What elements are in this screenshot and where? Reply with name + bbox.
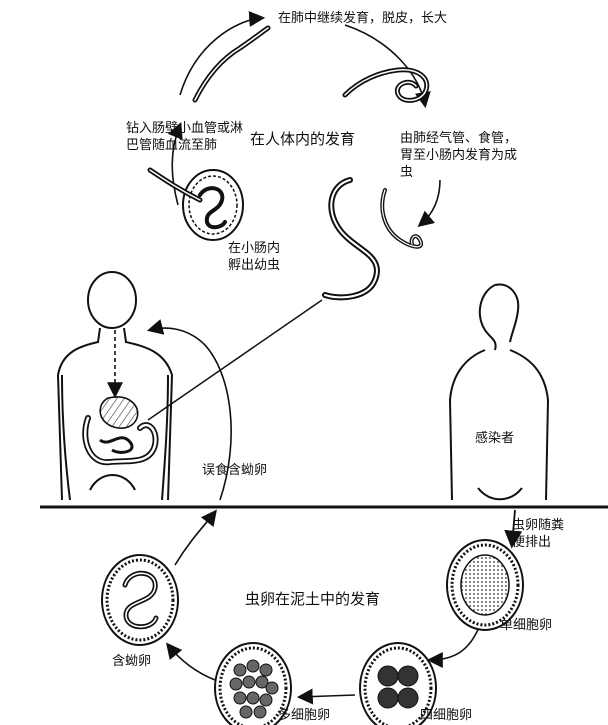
person-right [448,283,550,501]
arrow-lung-to-trachea [344,24,431,109]
label-in-soil: 虫卵在泥土中的发育 [245,590,381,608]
arrow-larva-to-swallow [174,509,217,566]
digestive-organs [82,396,159,466]
larva-egg [101,554,179,646]
label-single-cell: 单细胞卵 [500,618,553,633]
arrow-four-to-multi [296,688,356,705]
arrow-multi-to-larva [166,642,216,681]
migrating-larva-worm [192,25,271,103]
label-lung: 在肺中继续发育，脱皮，长大 [278,11,448,26]
label-in-body: 在人体内的发育 [250,130,356,148]
label-excreted: 虫卵随粪便排出 [512,518,565,550]
label-swallow: 误食含蚴卵 [202,463,268,478]
arrow-single-to-four [426,624,481,668]
adult-worms [322,177,424,301]
four-cell-egg [359,642,437,725]
single-cell-egg [446,539,524,631]
label-multi-cell: 多细胞卵 [278,708,331,723]
arrow-to-lung [179,10,266,96]
multi-cell-egg [214,642,292,725]
label-hatch: 在小肠内孵出幼虫 [228,241,281,273]
label-four-cell: 四细胞卵 [420,708,473,723]
arrow-hatch-to-penetrate [167,122,183,206]
hatching-egg [147,167,244,241]
label-infected: 感染者 [475,431,515,446]
arrow-swallow-to-gut [146,319,232,501]
person-left [56,271,174,501]
line-adult-to-gut [147,299,323,421]
label-larva-egg: 含蚴卵 [112,654,152,669]
label-trachea: 由肺经气管、食管，胃至小肠内发育为成虫 [400,131,518,180]
lung-larva-worm [342,67,430,103]
arrow-trachea-to-adult [417,179,441,228]
arrow-excreted [504,509,523,549]
label-penetrate: 钻入肠壁小血管或淋巴管随血流至肺 [126,121,244,153]
